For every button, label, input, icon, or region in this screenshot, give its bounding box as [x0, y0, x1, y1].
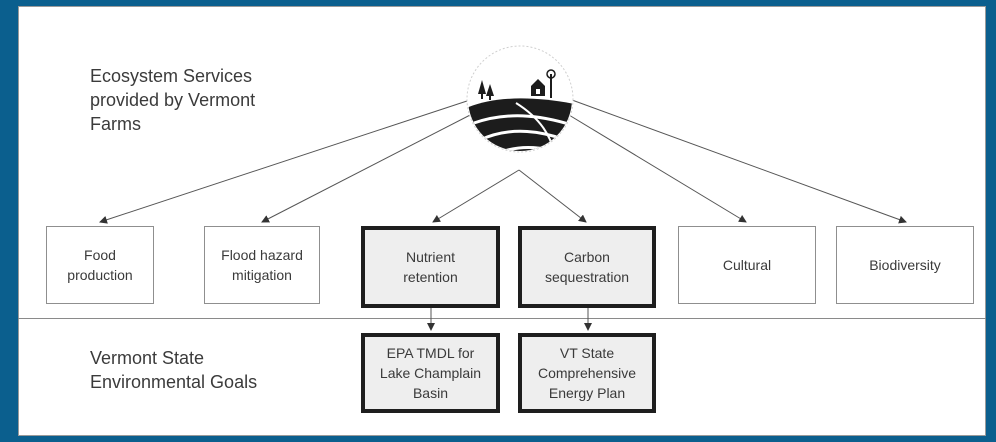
- arrow-to-carbon-sequestration: [518, 169, 587, 223]
- arrow-to-flood-hazard: [261, 111, 477, 223]
- arrow-to-biodiversity: [571, 99, 907, 224]
- service-box-cultural: Cultural: [678, 226, 816, 304]
- ecosystem-services-title: Ecosystem Services provided by Vermont F…: [90, 66, 256, 134]
- goal-box-epa-tmdl: EPA TMDL for Lake Champlain Basin: [361, 333, 500, 413]
- farm-landscape-icon: [466, 45, 574, 153]
- section-divider: [18, 318, 986, 319]
- state-goals-title: Vermont State Environmental Goals: [90, 348, 258, 392]
- arrow-to-food-production: [99, 99, 471, 224]
- arrow-to-cultural: [563, 111, 747, 223]
- arrow-to-nutrient-retention: [432, 169, 520, 223]
- goal-box-vt-energy-plan: VT State Comprehensive Energy Plan: [518, 333, 656, 413]
- service-box-biodiversity: Biodiversity: [836, 226, 974, 304]
